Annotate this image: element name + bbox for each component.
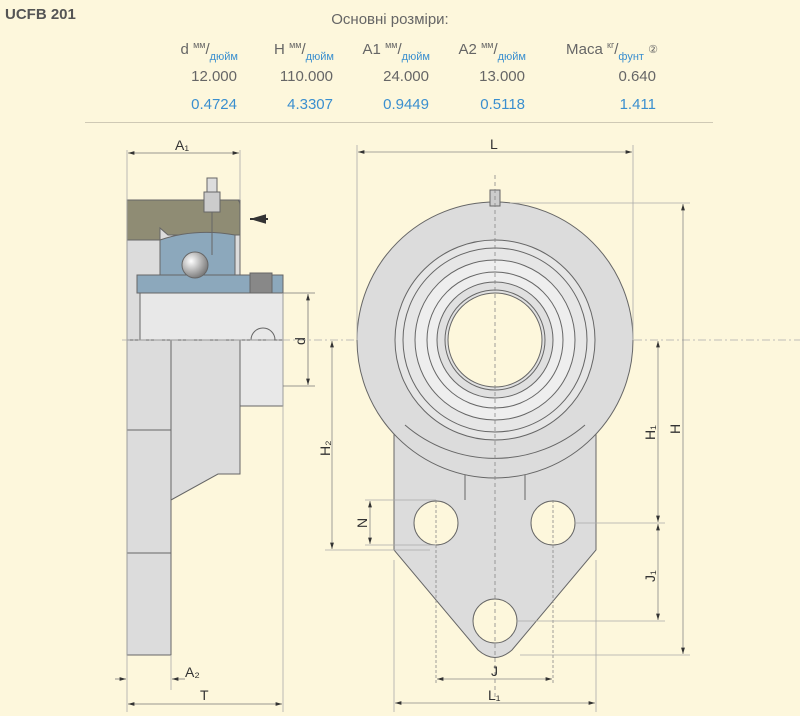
value-mass-lb: 1.411 [619, 96, 656, 113]
value-h-inch: 4.3307 [287, 96, 333, 113]
col-header-a1: A1 мм/дюйм [362, 40, 430, 63]
unit-bottom: дюйм [209, 51, 238, 63]
col-name: A2 [458, 41, 477, 58]
value-mass-kg: 0.640 [618, 68, 656, 85]
table-caption: Основні розміри: [331, 11, 449, 28]
unit-top: мм [385, 40, 398, 50]
unit-bottom: дюйм [305, 51, 334, 63]
value-a2-inch: 0.5118 [480, 96, 525, 113]
label-n: N [354, 518, 370, 528]
unit-top: мм [289, 40, 302, 50]
col-name: d [180, 41, 189, 58]
side-view [126, 177, 284, 656]
unit-top: кг [607, 40, 615, 50]
label-h: H [667, 424, 683, 434]
value-h-mm: 110.000 [279, 68, 333, 85]
front-dimensions [325, 145, 690, 712]
info-icon[interactable]: ② [648, 44, 658, 56]
unit-bottom: дюйм [497, 51, 526, 63]
unit-bottom: дюйм [401, 51, 430, 63]
label-l: L [490, 136, 498, 152]
label-a2: A₂ [185, 664, 200, 680]
label-d: d [292, 337, 308, 345]
product-title: UCFB 201 [5, 6, 76, 23]
label-l1: L₁ [488, 687, 501, 703]
label-j: J [491, 663, 498, 679]
unit-top: мм [193, 40, 206, 50]
value-a1-inch: 0.9449 [383, 96, 429, 113]
value-a2-mm: 13.000 [479, 68, 525, 85]
divider [85, 122, 713, 123]
value-d-inch: 0.4724 [191, 96, 237, 113]
unit-bottom: фунт [618, 51, 644, 63]
dimension-labels: A₁ A₂ T d L L₁ J J₁ H H₁ H₂ N [175, 136, 683, 703]
value-d-mm: 12.000 [191, 68, 237, 85]
label-j1: J₁ [642, 570, 658, 582]
label-a1: A₁ [175, 137, 189, 153]
col-header-mass: Маса кг/фунт ② [565, 40, 658, 63]
col-header-d: d мм/дюйм [180, 40, 238, 63]
col-name: A1 [362, 41, 381, 58]
value-a1-mm: 24.000 [383, 68, 429, 85]
col-header-h: H мм/дюйм [274, 40, 334, 63]
label-h1: H₁ [642, 425, 658, 440]
unit-top: мм [481, 40, 494, 50]
label-t: T [200, 687, 209, 703]
label-h2: H₂ [317, 440, 333, 456]
col-header-a2: A2 мм/дюйм [458, 40, 526, 63]
col-name: H [274, 41, 285, 58]
col-name: Маса [565, 41, 603, 58]
